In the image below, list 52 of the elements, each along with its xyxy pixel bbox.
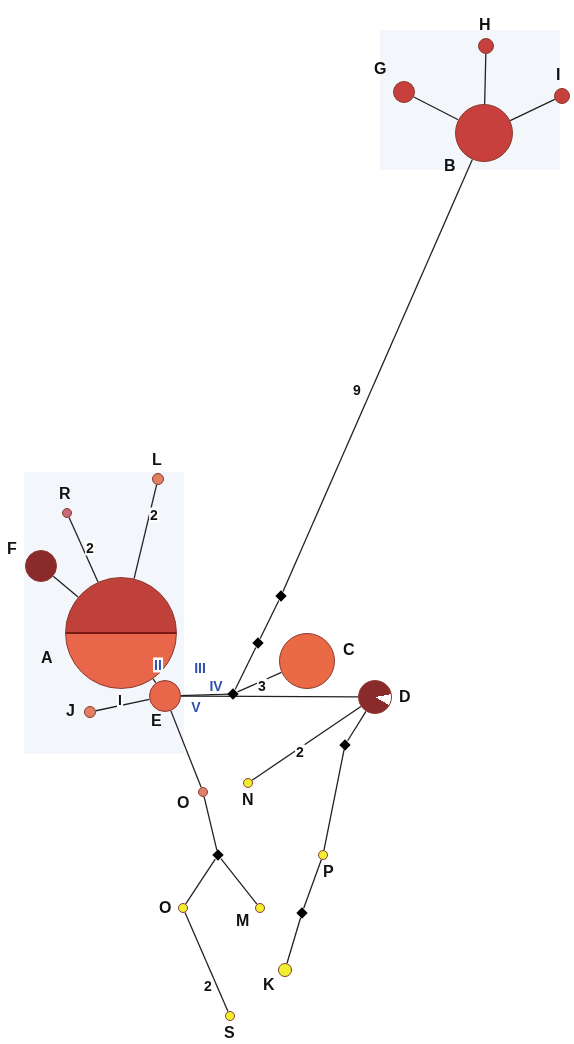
network-link xyxy=(347,710,367,742)
network-link xyxy=(152,678,157,684)
edge-label: 9 xyxy=(352,382,362,398)
network-link xyxy=(170,710,202,788)
edge-label: I xyxy=(117,692,123,708)
haplotype-label: B xyxy=(444,157,456,175)
network-link xyxy=(236,671,283,693)
haplotype-label: N xyxy=(242,791,254,809)
haplotype-label: R xyxy=(59,485,71,503)
network-link xyxy=(180,695,359,698)
haplotype-label: S xyxy=(224,1024,235,1042)
haplotype-label: P xyxy=(323,863,334,881)
edge-label: 2 xyxy=(295,744,305,760)
edge-label: 2 xyxy=(203,978,213,994)
network-link xyxy=(203,796,218,851)
haplotype-label: A xyxy=(41,649,53,667)
haplotype-label: G xyxy=(374,60,387,78)
network-link xyxy=(484,53,487,105)
network-link xyxy=(286,917,302,964)
haplotype-label: F xyxy=(7,540,17,558)
network-link xyxy=(251,705,362,781)
haplotype-label: D xyxy=(399,688,411,706)
edge-label: IV xyxy=(208,678,224,694)
edge-label: 2 xyxy=(85,540,95,556)
network-link xyxy=(509,98,556,122)
network-link xyxy=(323,749,345,851)
network-link xyxy=(282,158,473,593)
network-link xyxy=(95,698,150,712)
haplotype-label: O xyxy=(177,794,190,812)
haplotype-label: I xyxy=(556,66,561,84)
network-link xyxy=(68,516,99,583)
haplotype-label: L xyxy=(152,451,162,469)
haplotype-label: O xyxy=(159,899,172,917)
haplotype-label: H xyxy=(479,16,491,34)
network-link xyxy=(220,858,258,905)
network-link xyxy=(234,646,257,691)
network-link xyxy=(259,599,280,640)
haplotype-label: J xyxy=(66,702,75,720)
network-link xyxy=(184,911,229,1013)
haplotype-label: C xyxy=(343,641,355,659)
haplotype-label: K xyxy=(263,976,275,994)
network-link xyxy=(303,859,322,909)
haplotype-label: E xyxy=(151,712,162,730)
haplotype-label: M xyxy=(236,912,250,930)
network-link xyxy=(52,575,79,598)
edge-label: 2 xyxy=(149,507,159,523)
network-link xyxy=(413,96,459,121)
edge-label: II xyxy=(153,657,163,673)
edge-label: III xyxy=(193,660,207,676)
network-link xyxy=(185,858,216,905)
edge-label: V xyxy=(190,699,202,715)
mutation-count: 3 xyxy=(257,678,267,694)
